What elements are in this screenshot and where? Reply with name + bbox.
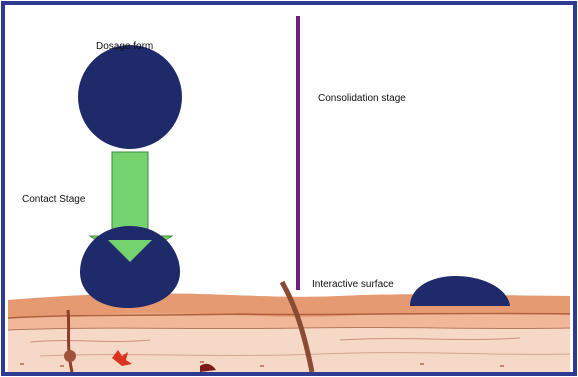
follicle-bulb — [64, 350, 76, 362]
dosage-form-circle — [78, 45, 182, 149]
contact-stage-label: Contact Stage — [22, 194, 85, 206]
tissue-lower — [8, 327, 570, 372]
dosage-form-label: Dosage form — [96, 41, 153, 53]
consolidation-stage-label: Consolidation stage — [318, 93, 406, 105]
interactive-surface-label: Interactive surface — [312, 279, 394, 291]
